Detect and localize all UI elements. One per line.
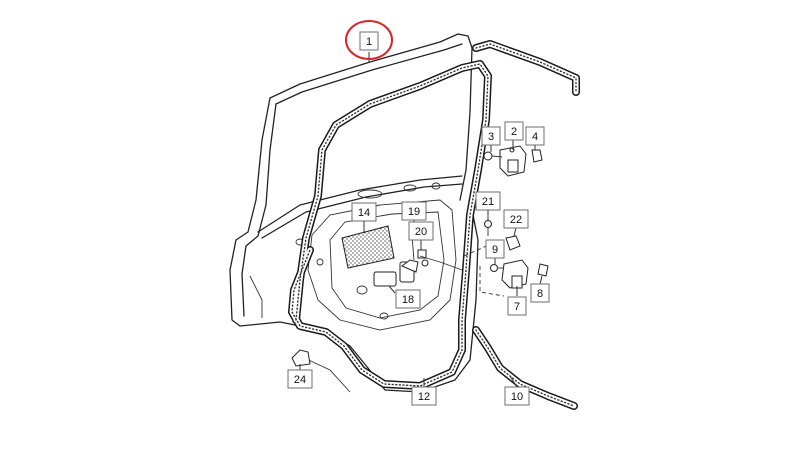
callout-label-3: 3 [488,131,494,143]
bolt-8 [537,263,549,277]
callout-7[interactable]: 7 [507,296,527,316]
door-seal [288,60,492,390]
callout-label-2: 2 [511,126,517,138]
callout-label-10: 10 [511,391,523,403]
callout-label-18: 18 [402,294,414,306]
callout-label-12: 12 [418,391,430,403]
callout-12[interactable]: 12 [411,386,437,406]
callout-20[interactable]: 20 [408,221,434,241]
bolt-3 [483,151,503,161]
callout-10[interactable]: 10 [504,386,530,406]
highlight-circle [345,20,393,60]
callout-8[interactable]: 8 [530,283,550,303]
callout-14[interactable]: 14 [351,202,377,222]
door-check-22 [505,235,521,251]
callout-4[interactable]: 4 [525,126,545,146]
callout-label-19: 19 [408,206,420,218]
callout-label-1: 1 [366,36,372,48]
callout-label-14: 14 [358,207,370,219]
bolt-21 [484,220,492,236]
callout-19[interactable]: 19 [401,201,427,221]
lower-hinge [501,259,529,289]
clip-24 [291,349,311,367]
callout-label-4: 4 [532,131,538,143]
callout-22[interactable]: 22 [503,209,529,229]
callout-21[interactable]: 21 [475,191,501,211]
callout-label-8: 8 [537,288,543,300]
bolt-9 [490,264,504,272]
callout-label-9: 9 [492,244,498,256]
callout-1[interactable]: 1 [359,31,379,51]
lock-motor-assembly [373,235,463,287]
bolt-4 [531,149,543,163]
body-seal-upper [472,40,580,96]
callout-label-20: 20 [415,226,427,238]
callout-24[interactable]: 24 [287,369,313,389]
callout-3[interactable]: 3 [481,126,501,146]
sound-pad [341,225,395,269]
callout-label-7: 7 [514,301,520,313]
callout-9[interactable]: 9 [485,239,505,259]
upper-hinge [499,145,527,177]
callout-label-21: 21 [482,196,494,208]
callout-label-24: 24 [294,374,306,386]
callout-label-22: 22 [510,214,522,226]
callout-2[interactable]: 2 [504,121,524,141]
callout-18[interactable]: 18 [395,289,421,309]
